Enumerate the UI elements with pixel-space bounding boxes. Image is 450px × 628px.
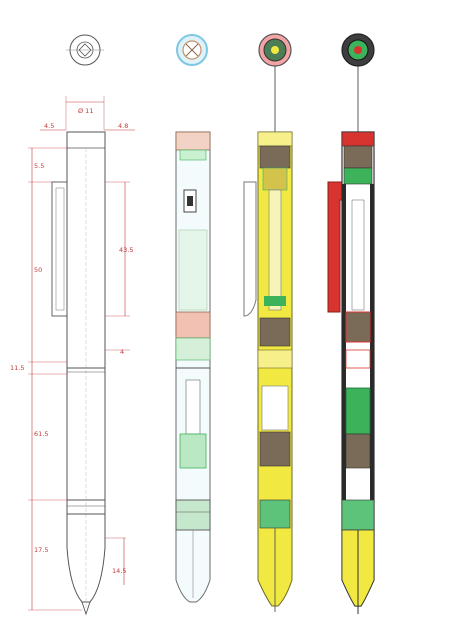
technical-top-cap-icon (66, 34, 104, 66)
dim-top-cap-width: Ø 11 (78, 107, 93, 115)
xray-top-cap-icon (176, 34, 208, 66)
yellow-top-cap-icon (258, 33, 292, 67)
dim-clip-length: 43.5 (119, 246, 133, 254)
dim-barrel-upper: 50 (34, 266, 42, 274)
red-view (327, 33, 375, 614)
dim-tip-section: 17.5 (34, 546, 48, 554)
dim-tip-length: 14.5 (112, 567, 126, 575)
dim-clip-offset-left: 4.5 (44, 122, 54, 130)
dim-upper-step: 5.5 (34, 162, 44, 170)
yellow-view (243, 33, 293, 612)
xray-view (175, 34, 211, 603)
technical-pen-body (51, 131, 106, 616)
dim-clip-offset-right: 4.8 (118, 122, 128, 130)
dim-ring-gap: 4 (120, 348, 124, 356)
dim-middle-joint: 11.5 (10, 364, 24, 372)
red-top-cap-icon (341, 33, 375, 67)
technical-view: Ø 11 4.5 4.8 5.5 (10, 34, 135, 616)
dim-barrel-lower: 61.5 (34, 430, 48, 438)
